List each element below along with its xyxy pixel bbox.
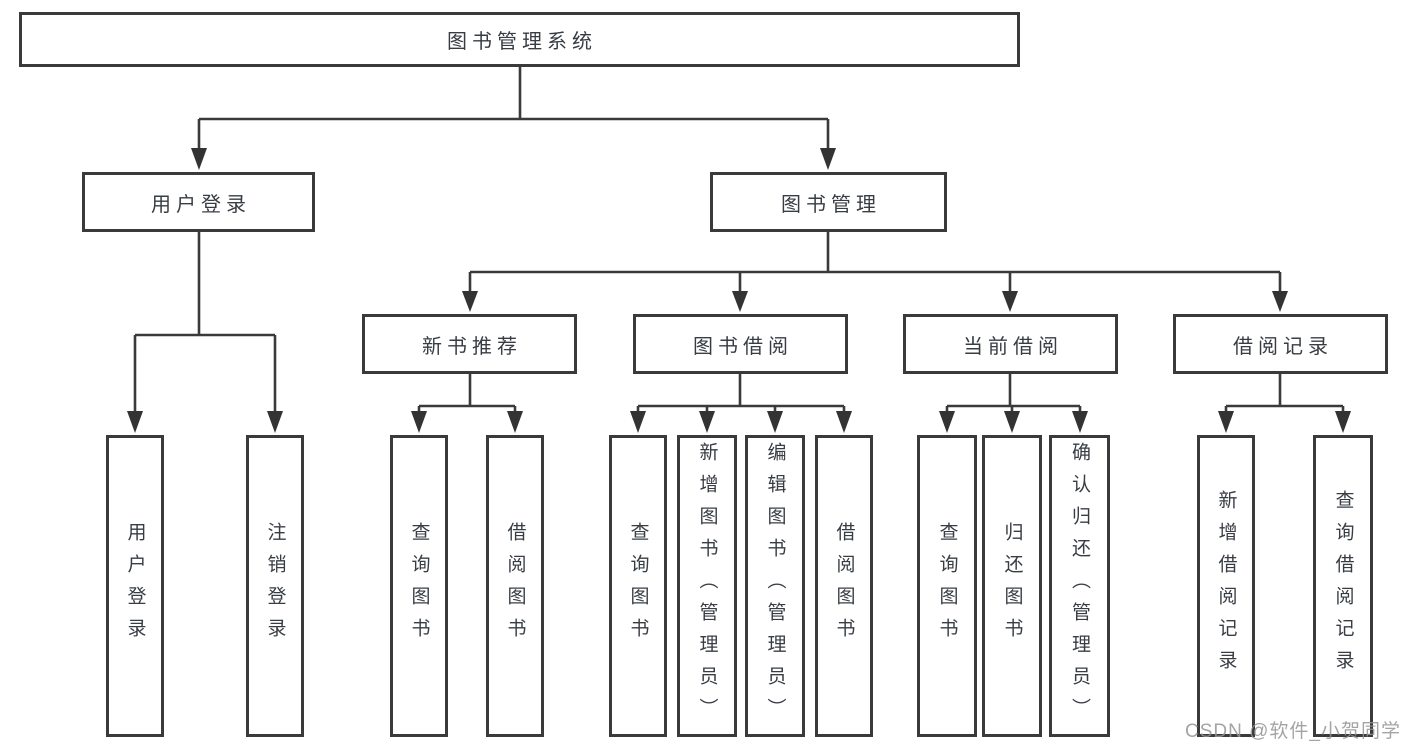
node-label: 新增借阅记录 xyxy=(1215,490,1237,682)
node-label: 归还图书 xyxy=(1001,522,1023,650)
node-leaf-query-books-1: 查询图书 xyxy=(390,435,448,737)
node-leaf-user-login: 用户登录 xyxy=(106,435,164,737)
node-label: 查询图书 xyxy=(408,522,430,650)
node-user-login: 用户登录 xyxy=(82,172,315,232)
node-leaf-add-books-admin: 新增图书（管理员） xyxy=(677,435,737,737)
node-label: 查询图书 xyxy=(627,522,649,650)
node-leaf-query-books-3: 查询图书 xyxy=(917,435,977,737)
node-label: 注销登录 xyxy=(264,522,286,650)
node-label: 查询借阅记录 xyxy=(1332,490,1354,682)
node-book-management: 图书管理 xyxy=(710,172,947,232)
node-label: 新增图书（管理员） xyxy=(696,442,718,730)
node-label: 查询图书 xyxy=(936,522,958,650)
node-leaf-query-books-2: 查询图书 xyxy=(609,435,667,737)
node-current-borrow: 当前借阅 xyxy=(903,314,1118,374)
node-leaf-query-borrow-record: 查询借阅记录 xyxy=(1313,435,1373,737)
node-borrow-records: 借阅记录 xyxy=(1173,314,1388,374)
node-label: 编辑图书（管理员） xyxy=(764,442,786,730)
node-new-book-recommend: 新书推荐 xyxy=(362,314,577,374)
node-library-management-system: 图书管理系统 xyxy=(19,12,1020,67)
node-book-borrow: 图书借阅 xyxy=(633,314,848,374)
node-leaf-edit-books-admin: 编辑图书（管理员） xyxy=(745,435,805,737)
node-leaf-return-books: 归还图书 xyxy=(982,435,1042,737)
node-leaf-borrow-books-2: 借阅图书 xyxy=(815,435,873,737)
node-label: 用户登录 xyxy=(124,522,146,650)
node-leaf-borrow-books-1: 借阅图书 xyxy=(486,435,544,737)
node-leaf-confirm-return-admin: 确认归还（管理员） xyxy=(1049,435,1110,737)
arrowheads xyxy=(127,148,1351,433)
node-leaf-logout: 注销登录 xyxy=(246,435,304,737)
node-leaf-add-borrow-record: 新增借阅记录 xyxy=(1197,435,1255,737)
node-label: 借阅图书 xyxy=(504,522,526,650)
node-label: 借阅图书 xyxy=(833,522,855,650)
watermark: CSDN @软件_小贺同学 xyxy=(1185,721,1401,742)
node-label: 确认归还（管理员） xyxy=(1069,442,1090,730)
